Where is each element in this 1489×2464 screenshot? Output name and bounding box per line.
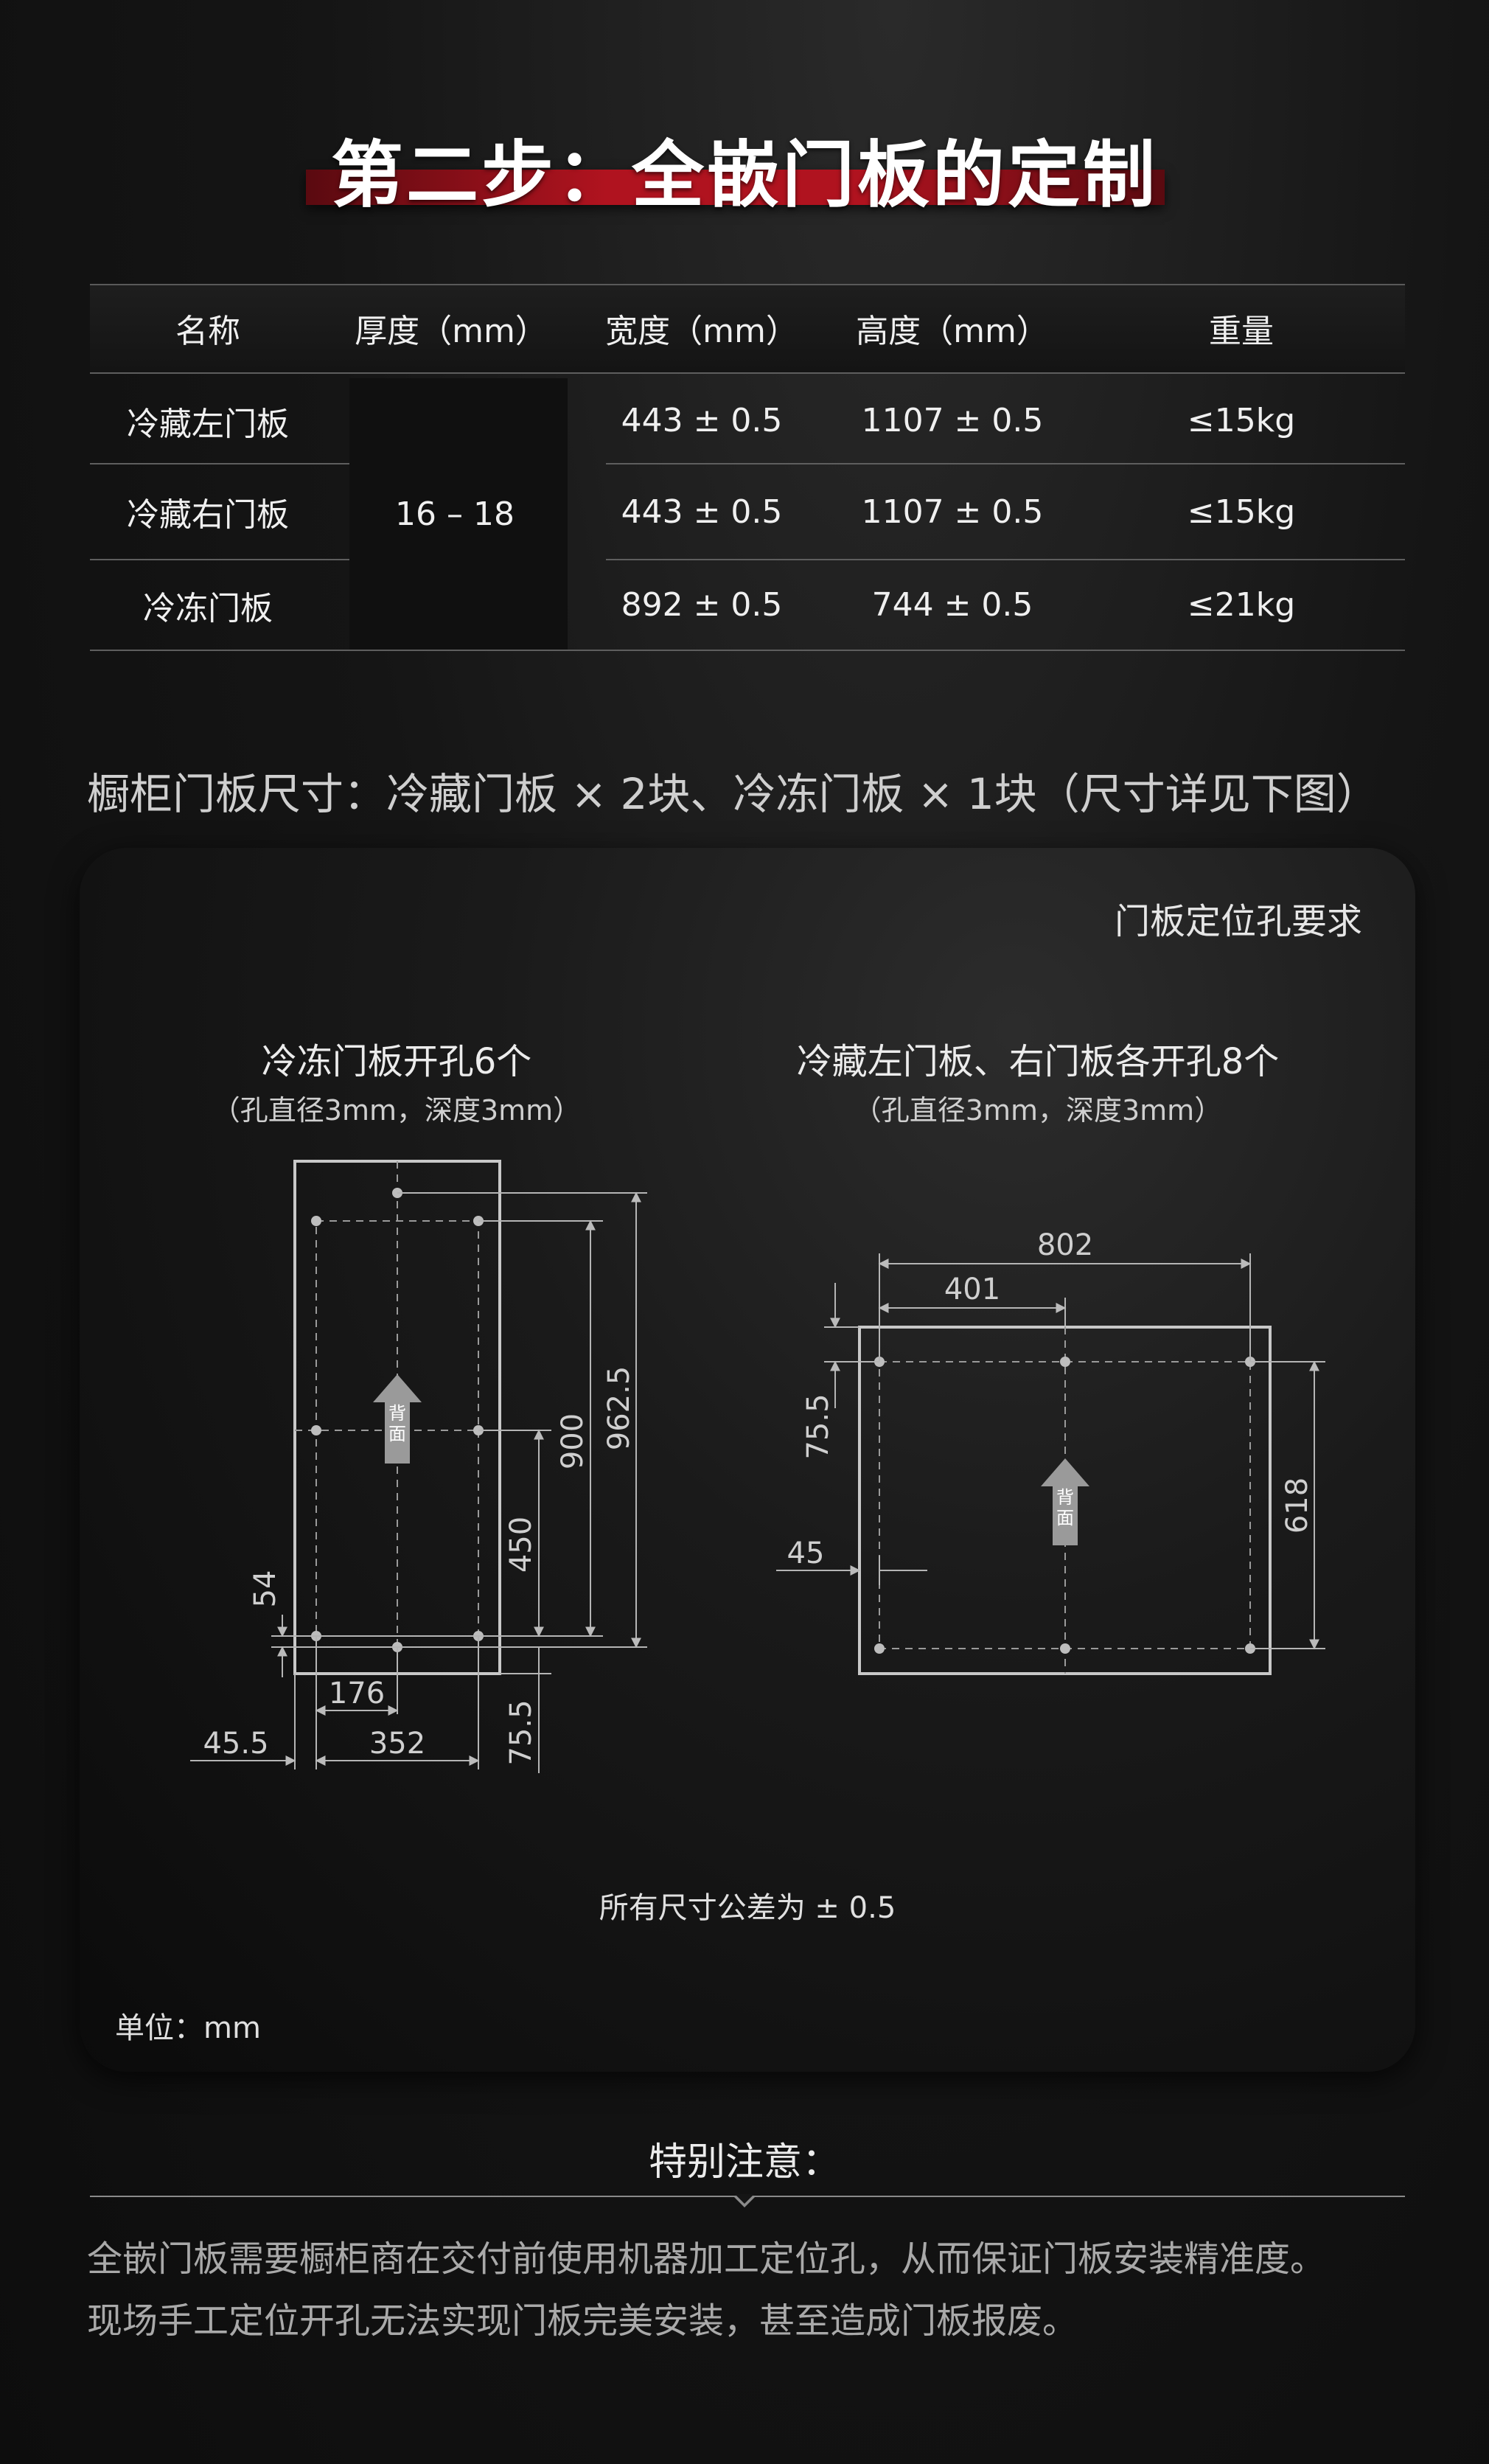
table-divider: [606, 559, 1405, 560]
svg-text:45.5: 45.5: [203, 1727, 268, 1761]
svg-text:802: 802: [1037, 1228, 1093, 1262]
hole-point: [1060, 1643, 1070, 1654]
svg-text:176: 176: [329, 1677, 385, 1710]
row2-width: 443 ± 0.5: [621, 493, 783, 531]
row1-width: 443 ± 0.5: [621, 402, 783, 439]
title-underline-bar: [306, 170, 1165, 205]
table-divider: [90, 463, 349, 464]
svg-text:618: 618: [1280, 1478, 1314, 1534]
row1-height: 1107 ± 0.5: [861, 402, 1044, 439]
unit-label: 单位：mm: [115, 2011, 261, 2045]
svg-text:背: 背: [388, 1403, 406, 1424]
thickness-value: 16 – 18: [395, 495, 515, 533]
left-dimension-lines: [190, 1191, 647, 1773]
right-dimension-lines: [776, 1253, 1325, 1650]
page-title: 第二步：全嵌门板的定制: [330, 133, 1158, 217]
hole-point: [311, 1216, 321, 1226]
header-name: 名称: [175, 313, 240, 350]
svg-text:352: 352: [369, 1727, 425, 1761]
right-dimension-labels: 802 401 75.5 45 618: [787, 1228, 1314, 1570]
hole-point: [874, 1643, 885, 1654]
row3-weight: ≤21kg: [1187, 586, 1296, 624]
svg-text:面: 面: [388, 1424, 406, 1444]
left-back-arrow: 背 面: [373, 1374, 422, 1464]
right-diagram-subtitle: （孔直径3mm，深度3mm）: [853, 1094, 1223, 1127]
panel-title: 门板定位孔要求: [1114, 901, 1362, 942]
table-divider: [90, 650, 1405, 651]
hole-requirements-panel: 门板定位孔要求 冷冻门板开孔6个 （孔直径3mm，深度3mm） 冷藏左门板、右门…: [80, 848, 1415, 2072]
right-back-arrow: 背 面: [1041, 1458, 1089, 1545]
table-divider: [90, 559, 349, 560]
svg-text:面: 面: [1056, 1508, 1074, 1528]
svg-text:900: 900: [556, 1413, 590, 1469]
svg-text:450: 450: [504, 1517, 538, 1573]
cabinet-door-caption: 橱柜门板尺寸：冷藏门板 × 2块、冷冻门板 × 1块（尺寸详见下图）: [87, 769, 1379, 819]
svg-text:401: 401: [944, 1273, 1000, 1306]
hole-diagrams: 背 面 962.5 900: [190, 1160, 1325, 1773]
header-height: 高度（mm）: [856, 313, 1049, 350]
table-header-row: [90, 284, 1405, 372]
hole-point: [311, 1425, 321, 1435]
thickness-merged-cell-bg: [349, 378, 568, 650]
hole-point: [1060, 1357, 1070, 1367]
svg-text:75.5: 75.5: [801, 1393, 835, 1459]
row1-weight: ≤15kg: [1187, 402, 1296, 439]
header-width: 宽度（mm）: [605, 313, 798, 350]
row2-weight: ≤15kg: [1187, 493, 1296, 531]
note-line-1: 全嵌门板需要橱柜商在交付前使用机器加工定位孔，从而保证门板安装精准度。: [87, 2238, 1326, 2280]
right-diagram-title: 冷藏左门板、右门板各开孔8个: [796, 1041, 1280, 1082]
row2-height: 1107 ± 0.5: [861, 493, 1044, 531]
header-thickness: 厚度（mm）: [355, 313, 548, 350]
left-diagram-subtitle: （孔直径3mm，深度3mm）: [212, 1094, 582, 1127]
row2-name: 冷藏右门板: [127, 496, 289, 534]
notes-title: 特别注意：: [648, 2140, 840, 2185]
row3-name: 冷冻门板: [143, 589, 273, 627]
note-line-2: 现场手工定位开孔无法实现门板完美安装，甚至造成门板报废。: [87, 2300, 1078, 2342]
table-divider: [606, 463, 1405, 464]
row1-name: 冷藏左门板: [127, 405, 289, 443]
svg-text:背: 背: [1056, 1487, 1074, 1508]
row3-height: 744 ± 0.5: [871, 586, 1033, 624]
svg-text:45: 45: [787, 1536, 825, 1570]
table-divider: [90, 372, 1405, 374]
left-diagram-title: 冷冻门板开孔6个: [261, 1041, 532, 1082]
svg-text:962.5: 962.5: [602, 1366, 636, 1451]
tolerance-note: 所有尺寸公差为 ± 0.5: [599, 1891, 896, 1925]
row3-width: 892 ± 0.5: [621, 586, 783, 624]
left-dimension-labels: 962.5 900 450 54 176 45.5 352 75.5: [203, 1366, 636, 1766]
svg-text:54: 54: [248, 1570, 282, 1608]
svg-text:75.5: 75.5: [504, 1699, 538, 1765]
header-weight: 重量: [1209, 313, 1274, 350]
